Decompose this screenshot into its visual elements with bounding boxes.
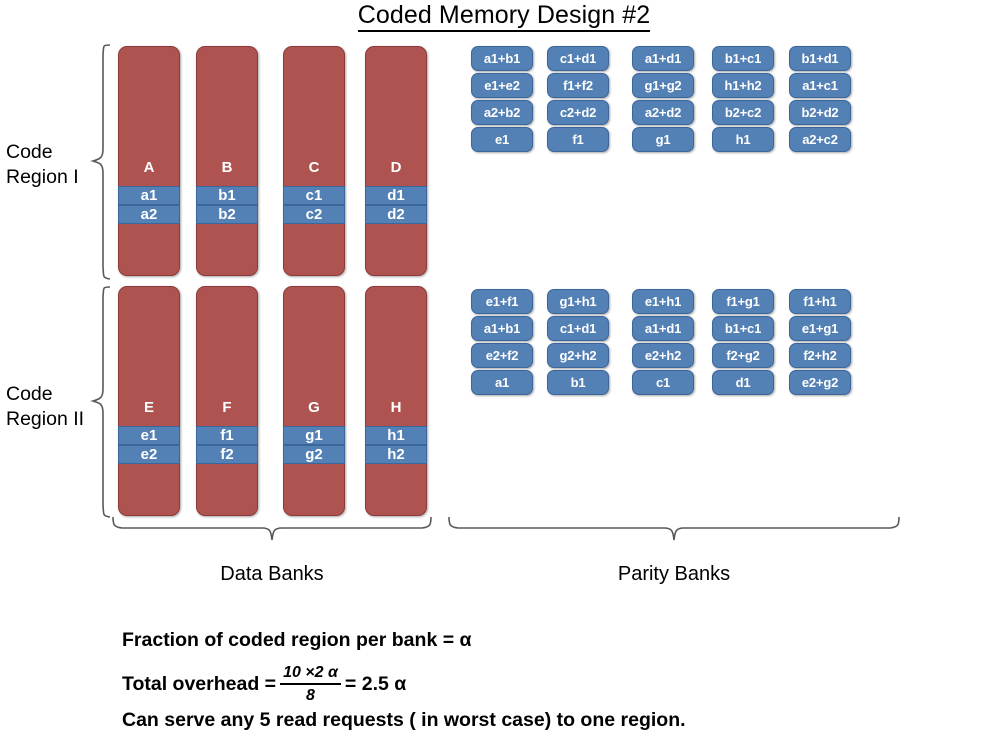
parity-r1-c1-cell-3[interactable]: a2+b2 <box>471 100 533 125</box>
data-bank-A-letter: A <box>143 159 155 176</box>
parity-r1-c3-cell-4[interactable]: g1 <box>632 127 694 152</box>
parity-r2-c3-cell-4[interactable]: c1 <box>632 370 694 395</box>
region-label-2-line1: Code <box>6 383 53 405</box>
region-label-1-line1: Code <box>6 141 53 163</box>
data-bank-G-letter: G <box>308 399 320 416</box>
data-bank-A-stripe-2: a2 <box>118 205 180 224</box>
data-bank-E-stripe-2: e2 <box>118 445 180 464</box>
parity-r1-c5-cell-1[interactable]: b1+d1 <box>789 46 851 71</box>
parity-r2-c1-cell-1[interactable]: e1+f1 <box>471 289 533 314</box>
region-label-2-line2: Region II <box>6 408 85 430</box>
parity-r2-c1-cell-3[interactable]: e2+f2 <box>471 343 533 368</box>
note-line-2-prefix: Total overhead = <box>122 673 277 696</box>
parity-r1-c2-cell-1[interactable]: c1+d1 <box>547 46 609 71</box>
parity-r2-c2-cell-3[interactable]: g2+h2 <box>547 343 609 368</box>
parity-r2-c2-cell-4[interactable]: b1 <box>547 370 609 395</box>
parity-r2-c2-cell-2[interactable]: c1+d1 <box>547 316 609 341</box>
data-bank-C-stripe-2: c2 <box>283 205 345 224</box>
data-bank-F-letter: F <box>222 399 232 416</box>
data-banks-label: Data Banks <box>220 563 324 585</box>
parity-r2-c3-cell-3[interactable]: e2+h2 <box>632 343 694 368</box>
note-line-3: Can serve any 5 read requests ( in worst… <box>122 709 686 731</box>
parity-r2-c4-cell-3[interactable]: f2+g2 <box>712 343 774 368</box>
parity-r1-c4-cell-2[interactable]: h1+h2 <box>712 73 774 98</box>
data-bank-F-stripe-1: f1 <box>196 426 258 445</box>
parity-r2-c1-cell-4[interactable]: a1 <box>471 370 533 395</box>
data-bank-B[interactable]: B b1 b2 <box>196 46 258 276</box>
parity-r1-c1-cell-1[interactable]: a1+b1 <box>471 46 533 71</box>
parity-r1-c2-cell-3[interactable]: c2+d2 <box>547 100 609 125</box>
parity-r2-c5-cell-4[interactable]: e2+g2 <box>789 370 851 395</box>
data-bank-E-letter: E <box>143 399 154 416</box>
parity-r1-c3-cell-1[interactable]: a1+d1 <box>632 46 694 71</box>
data-bank-F[interactable]: F f1 f2 <box>196 286 258 516</box>
parity-r1-c5-cell-3[interactable]: b2+d2 <box>789 100 851 125</box>
data-banks-brace <box>112 516 432 541</box>
parity-r2-c5-cell-1[interactable]: f1+h1 <box>789 289 851 314</box>
data-bank-D-stripe-1: d1 <box>365 186 427 205</box>
region-label-2: Code Region II <box>6 382 84 432</box>
region-1-brace <box>90 44 111 280</box>
overhead-numerator: 10 ×2 α <box>280 663 341 685</box>
parity-r1-c3-cell-2[interactable]: g1+g2 <box>632 73 694 98</box>
parity-r2-c4-cell-1[interactable]: f1+g1 <box>712 289 774 314</box>
data-bank-G[interactable]: G g1 g2 <box>283 286 345 516</box>
parity-r2-c3-cell-1[interactable]: e1+h1 <box>632 289 694 314</box>
data-bank-H[interactable]: H h1 h2 <box>365 286 427 516</box>
parity-r1-c5-cell-4[interactable]: a2+c2 <box>789 127 851 152</box>
parity-r2-c5-cell-2[interactable]: e1+g1 <box>789 316 851 341</box>
parity-r1-c1-cell-4[interactable]: e1 <box>471 127 533 152</box>
data-bank-C-stripe-1: c1 <box>283 186 345 205</box>
data-bank-A-stripe-1: a1 <box>118 186 180 205</box>
data-bank-D[interactable]: D d1 d2 <box>365 46 427 276</box>
overhead-denominator: 8 <box>306 687 315 704</box>
parity-banks-label: Parity Banks <box>617 563 731 585</box>
data-bank-B-stripe-2: b2 <box>196 205 258 224</box>
data-bank-B-letter: B <box>221 159 233 176</box>
parity-r1-c2-cell-4[interactable]: f1 <box>547 127 609 152</box>
note-line-1: Fraction of coded region per bank = α <box>122 629 472 651</box>
parity-r1-c4-cell-1[interactable]: b1+c1 <box>712 46 774 71</box>
parity-r1-c4-cell-3[interactable]: b2+c2 <box>712 100 774 125</box>
note-line-2-suffix: = 2.5 α <box>344 673 407 696</box>
data-bank-C-letter: C <box>308 159 320 176</box>
data-bank-C[interactable]: C c1 c2 <box>283 46 345 276</box>
parity-r1-c4-cell-4[interactable]: h1 <box>712 127 774 152</box>
region-label-1-line2: Region I <box>6 166 79 188</box>
parity-banks-brace <box>448 516 900 541</box>
overhead-fraction: 10 ×2 α 8 <box>280 663 341 705</box>
data-bank-H-stripe-1: h1 <box>365 426 427 445</box>
data-bank-H-stripe-2: h2 <box>365 445 427 464</box>
parity-r2-c5-cell-3[interactable]: f2+h2 <box>789 343 851 368</box>
page-title: Coded Memory Design #2 <box>0 0 1008 32</box>
data-bank-B-stripe-1: b1 <box>196 186 258 205</box>
data-bank-G-stripe-1: g1 <box>283 426 345 445</box>
region-label-1: Code Region I <box>6 140 79 190</box>
data-bank-H-letter: H <box>390 399 402 416</box>
data-bank-G-stripe-2: g2 <box>283 445 345 464</box>
page-title-text: Coded Memory Design #2 <box>357 1 651 32</box>
parity-r1-c5-cell-2[interactable]: a1+c1 <box>789 73 851 98</box>
data-bank-D-letter: D <box>390 159 402 176</box>
data-bank-E-stripe-1: e1 <box>118 426 180 445</box>
data-bank-A[interactable]: A a1 a2 <box>118 46 180 276</box>
note-line-2: Total overhead =10 ×2 α 8 = 2.5 α <box>122 664 406 706</box>
parity-r1-c1-cell-2[interactable]: e1+e2 <box>471 73 533 98</box>
parity-r2-c1-cell-2[interactable]: a1+b1 <box>471 316 533 341</box>
parity-r2-c3-cell-2[interactable]: a1+d1 <box>632 316 694 341</box>
parity-r2-c4-cell-2[interactable]: b1+c1 <box>712 316 774 341</box>
data-bank-E[interactable]: E e1 e2 <box>118 286 180 516</box>
parity-r1-c2-cell-2[interactable]: f1+f2 <box>547 73 609 98</box>
data-bank-D-stripe-2: d2 <box>365 205 427 224</box>
parity-r2-c4-cell-4[interactable]: d1 <box>712 370 774 395</box>
parity-r2-c2-cell-1[interactable]: g1+h1 <box>547 289 609 314</box>
data-bank-F-stripe-2: f2 <box>196 445 258 464</box>
region-2-brace <box>90 286 111 518</box>
parity-r1-c3-cell-3[interactable]: a2+d2 <box>632 100 694 125</box>
